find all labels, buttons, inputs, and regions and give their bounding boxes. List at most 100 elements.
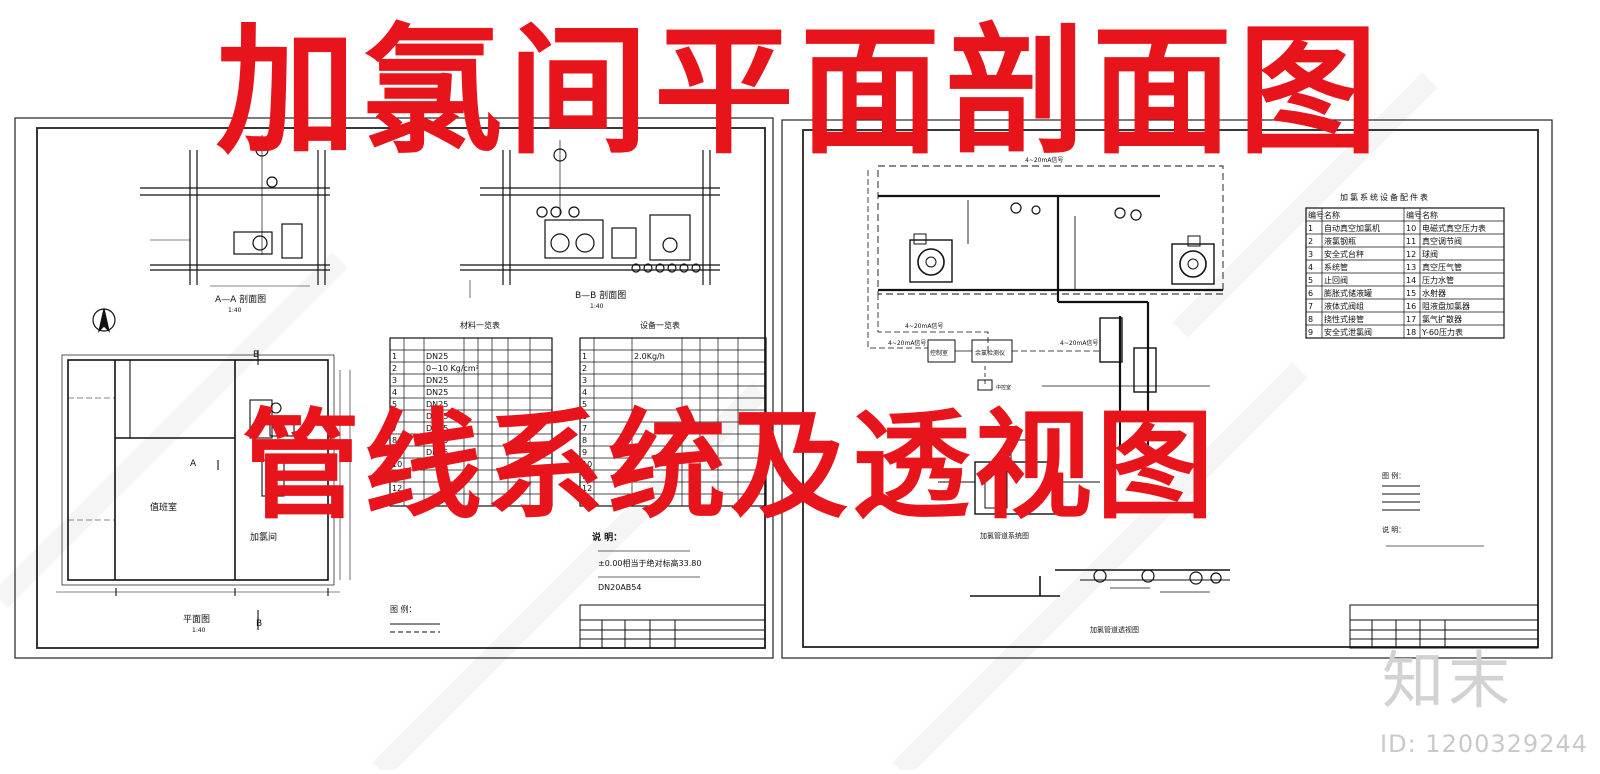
undefined-cell: 4 [392, 388, 397, 397]
section-aa-scale: 1:40 [228, 307, 242, 314]
undefined-cell: 10 [582, 460, 592, 469]
signal-left: 4~20mA信号 [888, 339, 926, 347]
undefined-cell: DN15 [426, 436, 448, 445]
undefined-cell: 真空压气管 [1422, 262, 1462, 272]
left-notes-lines [598, 550, 700, 578]
right-title-block [1349, 604, 1539, 649]
undefined-cell: 9 [582, 448, 587, 457]
undefined-cell: 阻液盘加氯器 [1422, 301, 1470, 311]
plan-scale: 1:40 [192, 627, 206, 634]
undefined-cell: 11 [392, 472, 402, 481]
main-title: 加氯间平面剖面图 [215, 10, 1384, 174]
left-sheet-frame [14, 117, 774, 659]
central-control-box [977, 379, 993, 391]
room-label-duty: 值班室 [150, 501, 177, 513]
undefined-cell: 7 [392, 424, 397, 433]
left-legend-title: 图 例： [390, 604, 417, 614]
undefined-cell: 11 [1406, 237, 1416, 246]
undefined-cell: 12 [1406, 250, 1416, 259]
undefined-cell: 8 [392, 436, 397, 445]
undefined-cell: 10 [392, 460, 402, 469]
undefined-cell: 球阀 [1422, 249, 1438, 259]
undefined-cell: 9 [1308, 328, 1313, 337]
undefined-cell: 8 [582, 436, 587, 445]
undefined-cell: 液氯钢瓶 [1324, 236, 1356, 246]
left-notes-title: 说 明： [592, 531, 622, 543]
right-legend-title: 图 例： [1382, 471, 1405, 480]
undefined-cell: 10 [1406, 224, 1416, 233]
undefined-cell: 名称 [1422, 210, 1438, 220]
undefined-cell: 名称 [1324, 210, 1340, 220]
undefined-cell: 2 [582, 364, 587, 373]
plan-mark-b-bottom: B [256, 619, 262, 629]
watermark-brand: 知末 [1381, 644, 1514, 717]
plan-label: 平面图 [183, 614, 210, 625]
undefined-cell: 编号 [1406, 210, 1422, 220]
plan-mark-a: A [190, 459, 197, 469]
materials-table-title: 材料一览表 [460, 320, 500, 330]
left-title-block [579, 604, 766, 649]
watermark-id: ID: 1200329244 [1380, 730, 1588, 758]
undefined-cell: 挠性式接管 [1324, 314, 1364, 324]
undefined-cell: 2 [1308, 237, 1313, 246]
undefined-cell: DN15 [426, 448, 448, 457]
undefined-cell: DN25 [426, 376, 448, 385]
undefined-cell: 1 [1308, 224, 1313, 233]
undefined-cell: 0~10 Kg/cm² [426, 364, 479, 373]
right-notes-title: 说 明： [1382, 525, 1405, 534]
central-control-label: 中控室 [996, 384, 1011, 391]
detail-caption: 加氯管道系统图 [980, 531, 1029, 540]
pipe-detail-drawing [938, 410, 1149, 515]
undefined-cell: 止回阀 [1324, 275, 1348, 285]
undefined-cell: 13 [582, 496, 592, 505]
undefined-cell: DN25 [426, 388, 448, 397]
undefined-cell: 液体式阀组 [1324, 301, 1364, 311]
control-room-label: 控制室 [930, 349, 948, 357]
residual-chlorine-box [971, 339, 1013, 363]
undefined-cell: 13 [1406, 263, 1416, 272]
undefined-cell: 3 [1308, 250, 1313, 259]
undefined-cell: 3 [392, 376, 397, 385]
control-room-box [927, 339, 956, 363]
signal-mid: 4~20mA信号 [905, 322, 943, 330]
undefined-cell: 9 [392, 448, 397, 457]
undefined-cell: DN25 [426, 352, 448, 361]
undefined-cell: 安全式泄氯阀 [1324, 327, 1372, 337]
undefined-cell: 水射器 [1422, 288, 1446, 298]
undefined-cell: 18 [1406, 328, 1416, 337]
undefined-cell: 编号 [1308, 210, 1324, 220]
undefined-cell: 氯气扩散器 [1422, 314, 1462, 324]
floor-plan-drawing [56, 350, 351, 630]
undefined-cell: 6 [582, 412, 587, 421]
undefined-cell: 11 [582, 472, 592, 481]
section-bb-drawing [460, 140, 720, 298]
undefined-cell: 3 [582, 376, 587, 385]
signal-top: 4~20mA信号 [1025, 156, 1063, 164]
undefined-cell: 4 [582, 388, 587, 397]
isometric-caption: 加氯管道透视图 [1090, 625, 1139, 634]
section-aa-drawing [140, 135, 330, 287]
undefined-cell: 系统管 [1324, 262, 1348, 272]
undefined-cell: 压力水管 [1422, 275, 1454, 285]
undefined-cell: DN15 [426, 424, 448, 433]
undefined-cell: 17 [1406, 315, 1416, 324]
undefined-cell: 15 [1406, 289, 1416, 298]
undefined-cell: DN25 [426, 400, 448, 409]
undefined-cell: 膨胀式储液罐 [1324, 288, 1372, 298]
undefined-cell: DN25 [426, 412, 448, 421]
undefined-cell: 13 [392, 496, 402, 505]
undefined-cell: 安全式台秤 [1324, 249, 1364, 259]
left-pipe-note: DN20AB54 [598, 583, 641, 592]
undefined-cell: 14 [1406, 276, 1416, 285]
undefined-cell: 6 [392, 412, 397, 421]
parts-table-title: 加氯系统设备配件表 [1340, 192, 1430, 202]
undefined-cell: 5 [582, 400, 587, 409]
equipment-table-title: 设备一览表 [640, 320, 680, 330]
signal-right: 4~20mA信号 [1060, 339, 1098, 347]
undefined-cell: 7 [582, 424, 587, 433]
section-bb-label: B—B 剖面图 [575, 289, 626, 301]
